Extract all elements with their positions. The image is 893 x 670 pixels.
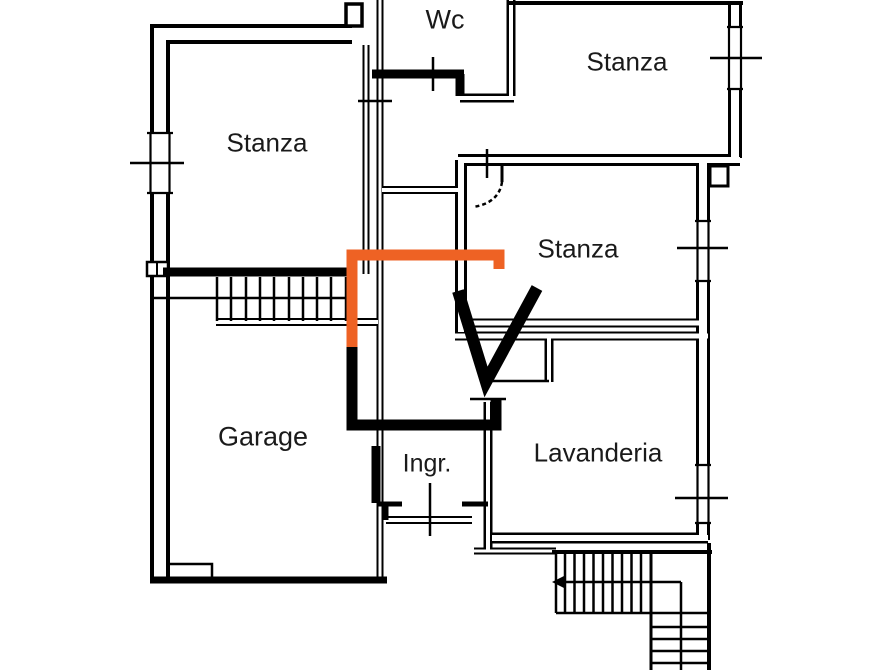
annotation-highlight-path — [346, 249, 505, 347]
interior-stairs — [150, 277, 348, 321]
stair-direction-arrow — [552, 575, 566, 589]
walls-solid — [150, 1, 743, 584]
annotation-black-path — [346, 345, 502, 431]
window-lavanderia — [675, 463, 728, 525]
room-label-ingresso: Ingr. — [402, 449, 452, 478]
exterior-stairs — [552, 543, 712, 670]
room-label-garage: Garage — [217, 421, 309, 452]
wall-niche — [708, 164, 730, 188]
window-top-right-stanza — [710, 25, 762, 91]
window-middle-stanza — [677, 219, 728, 283]
room-label-lavanderia: Lavanderia — [533, 437, 663, 468]
door-arc — [472, 164, 504, 209]
room-label-stanza-middle: Stanza — [537, 233, 619, 264]
room-label-stanza-top-right: Stanza — [586, 46, 668, 77]
room-label-wc: Wc — [425, 4, 465, 35]
wall-bump — [344, 2, 364, 28]
room-label-stanza-top-left: Stanza — [226, 127, 308, 158]
window-left-stanza — [130, 131, 184, 195]
v-mark — [452, 285, 543, 398]
